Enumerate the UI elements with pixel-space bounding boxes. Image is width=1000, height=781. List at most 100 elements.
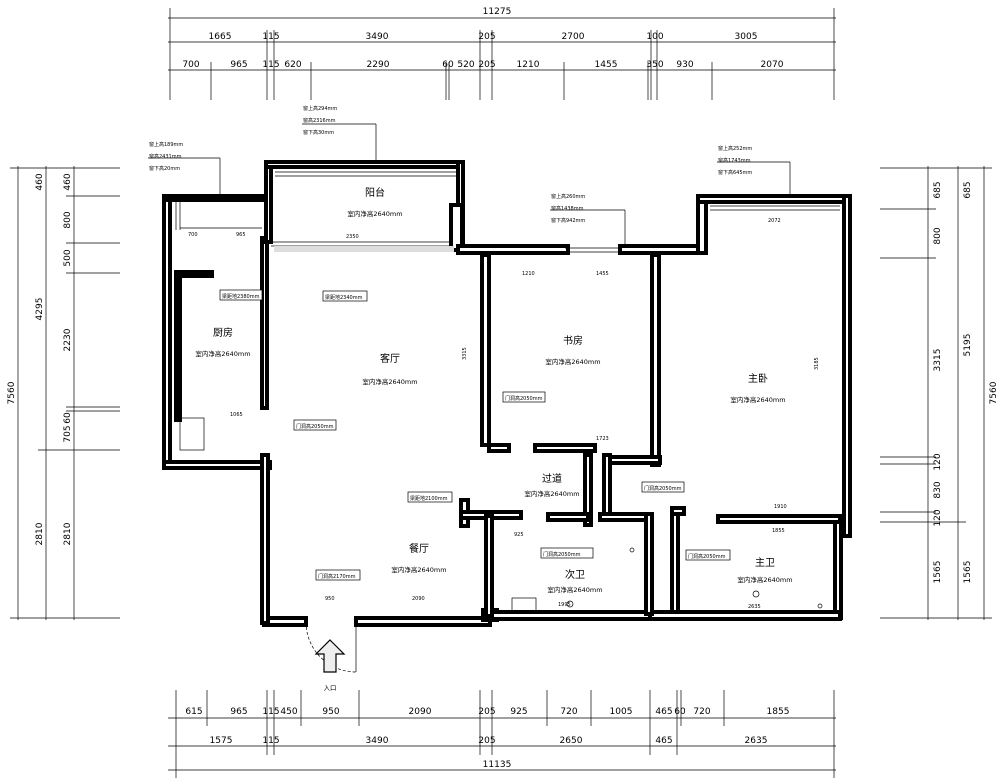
bottom-dim: 115 — [262, 707, 279, 717]
kitchen-height: 室内净高2640mm — [195, 349, 250, 358]
top-dim: 2070 — [761, 60, 784, 70]
bottom-dim: 615 — [185, 707, 202, 717]
top-dim: 115 — [262, 32, 279, 42]
top-dimension-lines — [168, 8, 836, 100]
top-dim: 2290 — [367, 60, 390, 70]
bottom-dim: 950 — [322, 707, 339, 717]
window-note: 窗高2431mm — [149, 153, 182, 160]
bottom-dim: 965 — [230, 707, 247, 717]
entry-label: 入口 — [324, 684, 337, 692]
right-dim: 3315 — [933, 349, 943, 372]
left-dim: 2230 — [63, 328, 73, 351]
left-dim: 2810 — [35, 522, 45, 545]
beam-note: 梁距地2340mm — [325, 294, 363, 301]
drain-icon — [566, 600, 574, 608]
door-notes: 门洞高2050mm 门洞高2050mm 门洞高2050mm 门洞高2050mm … — [293, 391, 731, 581]
top-dim: 930 — [676, 60, 693, 70]
bath1-name: 主卫 — [755, 557, 775, 569]
window-lines — [175, 171, 840, 253]
top-dim: 520 — [457, 60, 474, 70]
top-dim: 205 — [478, 60, 495, 70]
inner-dim: 1910 — [774, 504, 787, 510]
kitchen-fixture — [179, 417, 205, 451]
window-note: 窗下高942mm — [551, 217, 585, 224]
bottom-total-dim: 11135 — [483, 760, 512, 770]
inner-dim: 1455 — [596, 271, 609, 277]
bottom-dim: 60 — [674, 707, 686, 717]
window-note: 窗上高294mm — [303, 105, 337, 112]
door-note: 门洞高2050mm — [543, 551, 581, 558]
bottom-dim: 2650 — [560, 736, 583, 746]
bath2-fixture — [511, 597, 537, 613]
beam-note: 梁距地2100mm — [410, 495, 448, 502]
master-name: 主卧 — [748, 372, 768, 385]
top-total-dim: 11275 — [483, 7, 512, 17]
bottom-dim: 2090 — [409, 707, 432, 717]
top-dim: 700 — [182, 60, 199, 70]
bottom-dim: 720 — [693, 707, 710, 717]
door-note: 门洞高2050mm — [296, 423, 334, 430]
drain-icon — [629, 547, 635, 553]
right-dim: 685 — [963, 181, 973, 198]
inner-dim: 1065 — [230, 412, 243, 418]
right-total-dim: 7560 — [989, 381, 999, 404]
top-dim: 965 — [230, 60, 247, 70]
top-dim: 2700 — [562, 32, 585, 42]
inner-dim: 965 — [236, 232, 246, 238]
kitchen-name: 厨房 — [213, 326, 233, 339]
door-note: 门洞高2050mm — [644, 485, 682, 492]
balcony-name: 阳台 — [365, 186, 385, 199]
right-dim: 830 — [933, 481, 943, 498]
study-height: 室内净高2640mm — [545, 357, 600, 366]
beam-notes: 梁距地2380mm 梁距地2340mm 梁距地2100mm — [219, 289, 453, 503]
window-note: 窗下高30mm — [303, 129, 334, 136]
top-dim: 620 — [284, 60, 301, 70]
right-dim: 800 — [933, 227, 943, 244]
corridor-name: 过道 — [542, 472, 562, 485]
bottom-dim: 2635 — [745, 736, 768, 746]
top-dim: 60 — [442, 60, 454, 70]
top-dim: 205 — [478, 32, 495, 42]
living-height: 室内净高2640mm — [362, 377, 417, 386]
left-total-dim: 7560 — [7, 381, 17, 404]
corridor-height: 室内净高2640mm — [524, 489, 579, 498]
bottom-dim: 450 — [280, 707, 297, 717]
drain-icon — [817, 603, 823, 609]
top-dim: 3005 — [735, 32, 758, 42]
inner-dim: 2072 — [768, 218, 781, 224]
inner-dim: 3185 — [814, 357, 820, 370]
right-dim: 120 — [933, 509, 943, 526]
drain-icon — [752, 590, 760, 598]
bath1-height: 室内净高2640mm — [737, 575, 792, 584]
inner-dim: 700 — [188, 232, 198, 238]
door-note: 门洞高2050mm — [505, 395, 543, 402]
bottom-dim: 205 — [478, 736, 495, 746]
left-dim: 2810 — [63, 522, 73, 545]
right-dim: 685 — [933, 181, 943, 198]
left-dim: 60 — [63, 412, 73, 424]
study-name: 书房 — [563, 334, 583, 347]
top-dim: 350 — [646, 60, 663, 70]
inner-dim: 2635 — [748, 604, 761, 610]
top-dim: 100 — [646, 32, 663, 42]
bottom-dim: 1575 — [210, 736, 233, 746]
master-height: 室内净高2640mm — [730, 395, 785, 404]
left-dim: 500 — [63, 249, 73, 266]
right-dim: 5195 — [963, 334, 973, 357]
window-note: 窗上高189mm — [149, 141, 183, 148]
window-note-study: 窗上高260mm 窗高1438mm 窗下高942mm — [550, 193, 626, 248]
inner-dim: 1723 — [596, 436, 609, 442]
inner-dim: 1210 — [522, 271, 535, 277]
bottom-dim: 720 — [560, 707, 577, 717]
inner-dim: 2090 — [412, 596, 425, 602]
top-dim: 3490 — [366, 32, 389, 42]
top-dim: 1455 — [595, 60, 618, 70]
right-dimension-lines — [880, 166, 992, 620]
left-dim: 800 — [63, 211, 73, 228]
left-dim: 460 — [35, 173, 45, 190]
left-dim: 705 — [63, 425, 73, 442]
window-note: 窗高1743mm — [718, 157, 751, 164]
balcony-height: 室内净高2640mm — [347, 209, 402, 218]
dining-height: 室内净高2640mm — [391, 565, 446, 574]
